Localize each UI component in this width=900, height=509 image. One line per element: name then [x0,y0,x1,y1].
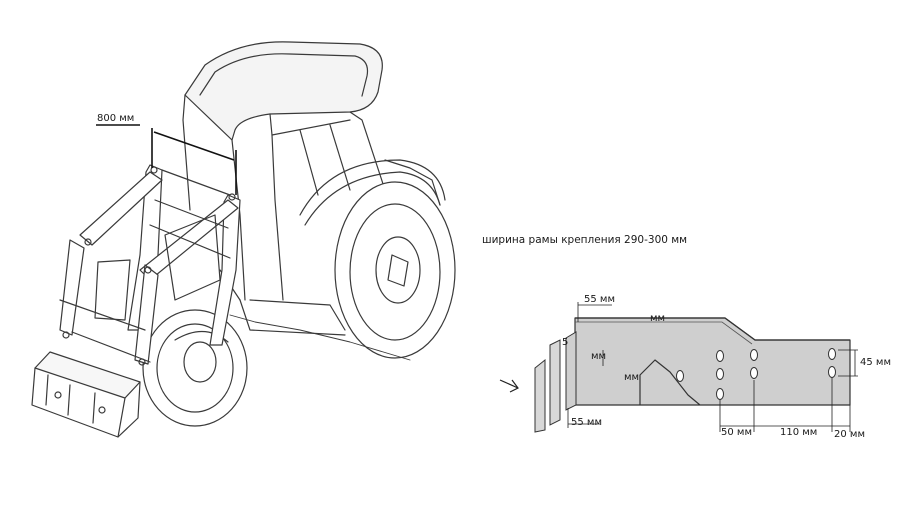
edge-spacing-label: 20 мм [834,429,865,440]
loader-arms [59,164,241,366]
loader-width-label: 800 мм [97,113,135,124]
bottom-offset-label: 55 мм [571,417,602,428]
width-dimension [96,124,237,195]
bracket-arrow [499,379,519,393]
rear-wheel [299,159,456,359]
mounting-bracket [534,302,858,433]
hole-height-label: 45 мм [860,357,891,368]
top-edge-label: мм [650,313,666,324]
hole-spacing-1-label: 50 мм [721,427,752,438]
tractor-body [219,269,346,336]
hole-spacing-2-label: 110 мм [780,427,818,438]
inner-depth-label: мм [624,372,640,383]
inner-height-label: мм [591,351,607,362]
front-wheel [142,309,248,427]
small-mark-label: 5 [562,337,569,348]
frame-width-caption: ширина рамы крепления 290-300 мм [482,234,688,246]
tractor-cab [182,41,386,301]
attachment-frame [31,351,141,438]
top-offset-label: 55 мм [584,294,615,305]
